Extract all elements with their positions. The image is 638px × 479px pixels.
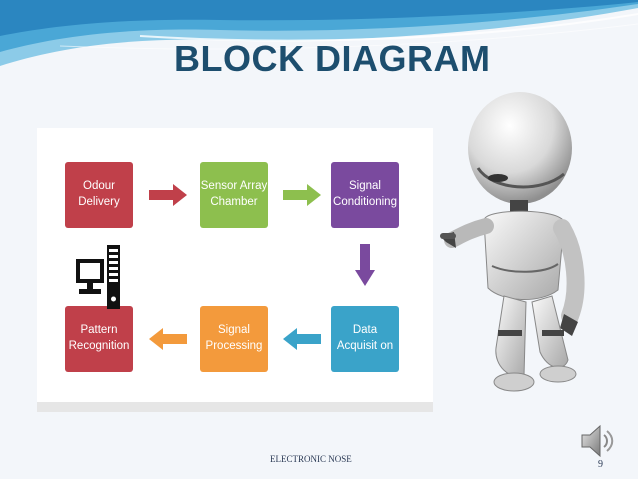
arrow-left-2 [149,328,187,350]
computer-icon [76,245,120,309]
speaker-icon[interactable] [578,421,618,461]
arrow-left-1 [283,328,321,350]
block-signal-processing: Signal Processing [200,306,268,372]
block-signal-conditioning: Signal Conditioning [331,162,399,228]
arrow-down [355,244,375,286]
footer-title: ELECTRONIC NOSE [270,454,352,464]
panel-bottom-strip [37,402,433,412]
slide-title: BLOCK DIAGRAM [174,38,491,79]
arrow-right-1 [149,184,187,206]
arrow-right-2 [283,184,321,206]
robot-image [440,92,585,392]
block-data-acquisition: Data Acquisit on [331,306,399,372]
block-sensor-array-chamber: Sensor Array Chamber [200,162,268,228]
block-odour-delivery: Odour Delivery [65,162,133,228]
page-number: 9 [598,459,603,470]
header-wave-decoration [0,0,638,66]
block-pattern-recognition: Pattern Recognition [65,306,133,372]
